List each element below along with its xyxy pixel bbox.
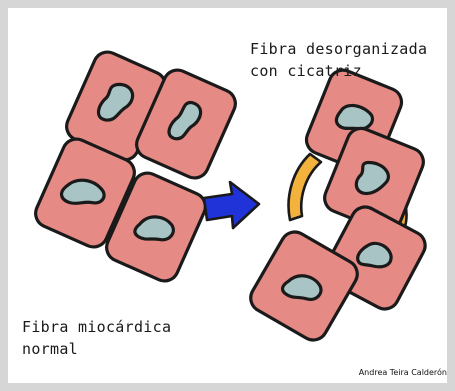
normal-fiber-title: Fibra miocárdica normal xyxy=(22,316,171,360)
diagram-panel: Fibra desorganizada con cicatriz Fibra m… xyxy=(8,8,447,383)
normal-fiber-title-line1: Fibra miocárdica xyxy=(22,316,171,338)
arrow-right-icon xyxy=(204,182,259,228)
scar-fiber-title-line1: Fibra desorganizada xyxy=(250,38,427,60)
scar-fiber-title: Fibra desorganizada con cicatriz xyxy=(250,38,427,82)
normal-fiber-title-line2: normal xyxy=(22,338,171,360)
author-credit: Andrea Teira Calderón xyxy=(359,368,447,377)
scar-fiber-group xyxy=(246,66,430,345)
scar-fiber-title-line2: con cicatriz xyxy=(250,60,427,82)
normal-fiber-group xyxy=(31,48,240,286)
